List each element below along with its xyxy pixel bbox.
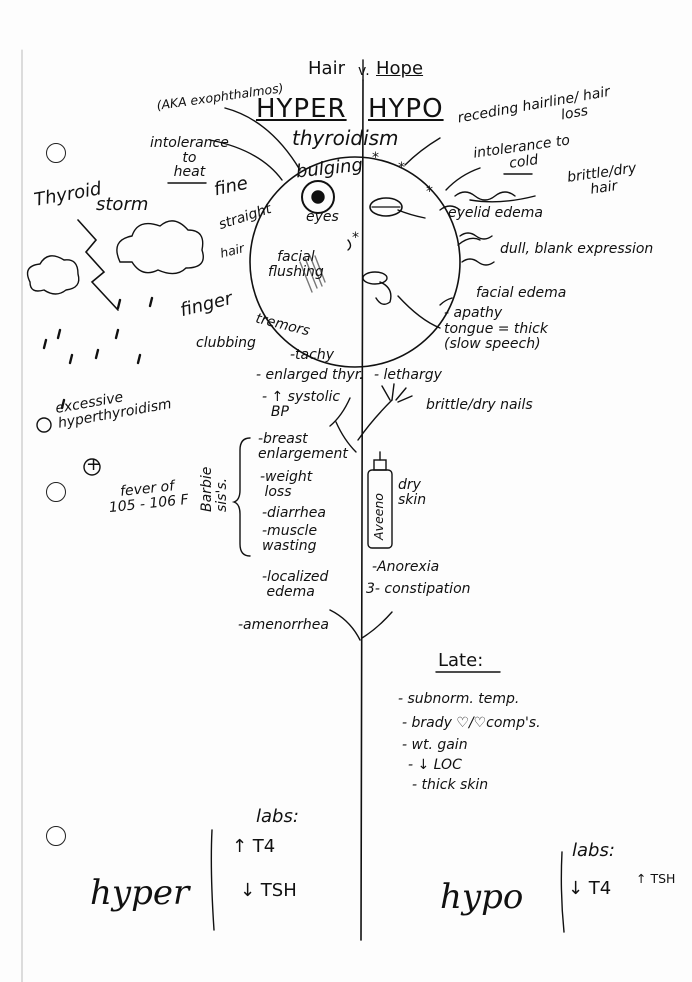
hypo-signature-word: hypo bbox=[440, 880, 523, 916]
label-eyelid-edema: eyelid edema bbox=[448, 206, 543, 221]
late-item: - ↓ LOC bbox=[408, 758, 462, 773]
item-systolic-bp: - ↑ systolic BP bbox=[262, 390, 340, 419]
label-barbie-sis: Barbie sis's. bbox=[200, 467, 229, 512]
hypo-labs-tsh: ↑ TSH bbox=[636, 872, 675, 885]
header-author: Hope bbox=[376, 60, 423, 79]
item-weight-loss: -weight loss bbox=[260, 470, 312, 499]
label-tongue-thick: tongue = thick (slow speech) bbox=[444, 322, 548, 351]
late-item: - thick skin bbox=[412, 778, 488, 793]
item-brittle-nails: brittle/dry nails bbox=[426, 398, 533, 413]
label-storm: storm bbox=[96, 196, 148, 215]
hyper-labs-tsh: ↓ TSH bbox=[240, 882, 297, 901]
late-item: - brady ♡/♡comp's. bbox=[402, 716, 541, 731]
hypo-labs-t4: ↓ T4 bbox=[568, 880, 611, 899]
title-hyper: HYPER bbox=[256, 96, 347, 123]
item-lethargy: - lethargy bbox=[374, 368, 442, 383]
label-aveeno: Aveeno bbox=[372, 493, 385, 540]
svg-text:*: * bbox=[398, 160, 405, 176]
item-tachy: -tachy bbox=[290, 348, 334, 363]
title-subtitle: thyroidism bbox=[292, 128, 399, 149]
label-dull-expression: dull, blank expression bbox=[500, 242, 653, 257]
header-separator: v. bbox=[358, 64, 370, 79]
item-enlarged-thyroid: - enlarged thyr. bbox=[256, 368, 364, 383]
header-name: Hair bbox=[308, 60, 345, 79]
label-clubbing: clubbing bbox=[196, 336, 256, 351]
item-breast-enlargement: -breast enlargement bbox=[258, 432, 348, 461]
hyper-signature-word: hyper bbox=[90, 876, 189, 912]
label-intolerance-heat: intolerance to heat bbox=[150, 136, 229, 180]
late-item: - wt. gain bbox=[402, 738, 468, 753]
svg-text:*: * bbox=[352, 230, 359, 246]
late-heading: Late: bbox=[438, 652, 483, 671]
label-facial-edema: facial edema bbox=[476, 286, 566, 301]
item-diarrhea: -diarrhea bbox=[262, 506, 326, 521]
label-apathy: - apathy bbox=[444, 306, 502, 321]
svg-text:*: * bbox=[372, 150, 379, 166]
item-muscle-wasting: -muscle wasting bbox=[262, 524, 317, 553]
hyper-labs-label: labs: bbox=[256, 808, 299, 827]
hyper-labs-t4: ↑ T4 bbox=[232, 838, 275, 857]
label-facial-flushing: facial flushing bbox=[268, 250, 324, 279]
plus-sign: + bbox=[86, 456, 101, 475]
hypo-labs-label: labs: bbox=[572, 842, 615, 861]
title-hypo: HYPO bbox=[368, 96, 444, 123]
item-anorexia: -Anorexia bbox=[372, 560, 439, 575]
item-constipation: 3- constipation bbox=[366, 582, 471, 597]
item-dry-skin: dry skin bbox=[398, 478, 426, 507]
late-item: - subnorm. temp. bbox=[398, 692, 519, 707]
svg-text:*: * bbox=[426, 184, 433, 200]
item-amenorrhea: -amenorrhea bbox=[238, 618, 329, 633]
label-eyes: eyes bbox=[306, 210, 339, 225]
item-localized-edema: -localized edema bbox=[262, 570, 328, 599]
